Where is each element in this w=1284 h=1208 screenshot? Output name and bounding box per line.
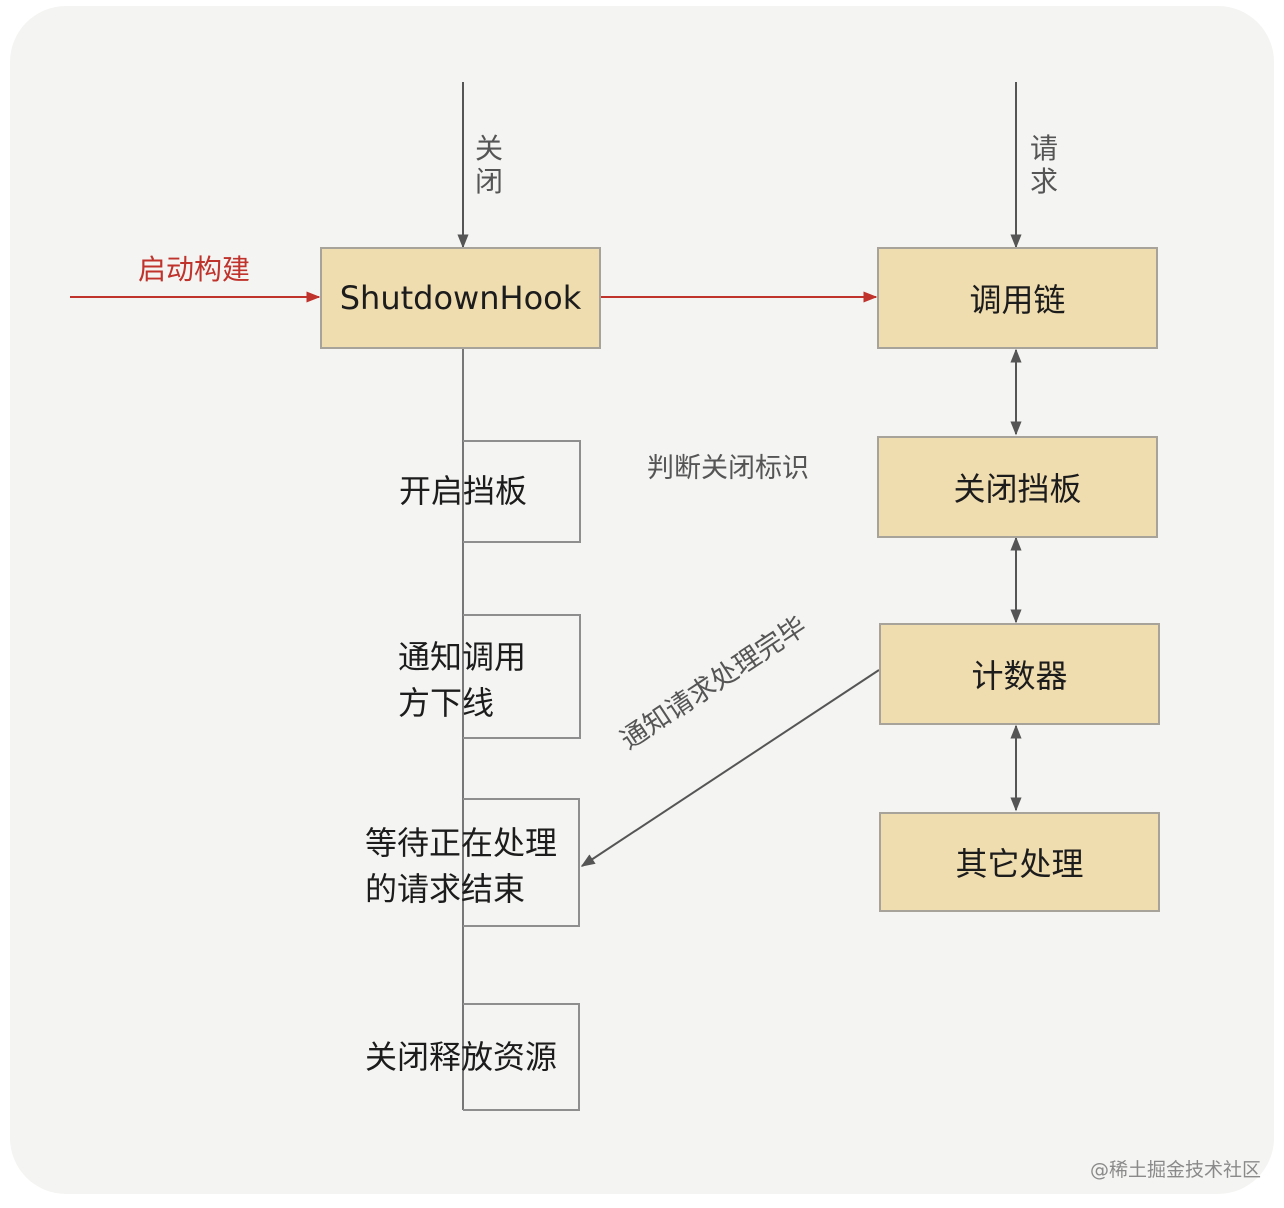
step-open-baffle-box — [463, 440, 581, 543]
request-label-2: 求 — [1029, 165, 1058, 198]
step-wait-requests-box — [463, 798, 580, 927]
call-chain-box: 调用链 — [877, 247, 1158, 349]
shutdown-label-2: 闭 — [474, 165, 503, 198]
counter-label: 计数器 — [971, 657, 1068, 695]
step-notify-offline-label-1: 通知调用 — [398, 638, 527, 676]
step-release-resources-label: 关闭释放资源 — [365, 1038, 558, 1076]
step-wait-requests-label-2: 的请求结束 — [365, 870, 526, 908]
shutdown-label-1: 关 — [474, 132, 503, 165]
counter-box: 计数器 — [879, 623, 1160, 725]
step-wait-requests-label-1: 等待正在处理 — [365, 824, 558, 862]
step-release-resources-box — [463, 1003, 580, 1111]
step-open-baffle-label: 开启挡板 — [399, 472, 528, 510]
shutdown-hook-box: ShutdownHook — [320, 247, 601, 349]
step-notify-offline-label-2: 方下线 — [398, 684, 495, 722]
other-processing-label: 其它处理 — [955, 845, 1084, 883]
check-close-flag-label: 判断关闭标识 — [647, 453, 809, 484]
other-processing-box: 其它处理 — [879, 812, 1160, 912]
arrow-counter-to-wait — [580, 669, 880, 867]
close-baffle-box: 关闭挡板 — [877, 436, 1158, 538]
request-label-1: 请 — [1029, 132, 1058, 165]
diagram-canvas — [10, 6, 1274, 1194]
call-chain-label: 调用链 — [969, 281, 1066, 319]
shutdown-hook-label: ShutdownHook — [339, 279, 582, 317]
watermark: @稀土掘金技术社区 — [1090, 1159, 1262, 1181]
step-notify-offline-box — [463, 614, 581, 739]
startup-build-label: 启动构建 — [138, 253, 251, 286]
close-baffle-label: 关闭挡板 — [953, 470, 1082, 508]
